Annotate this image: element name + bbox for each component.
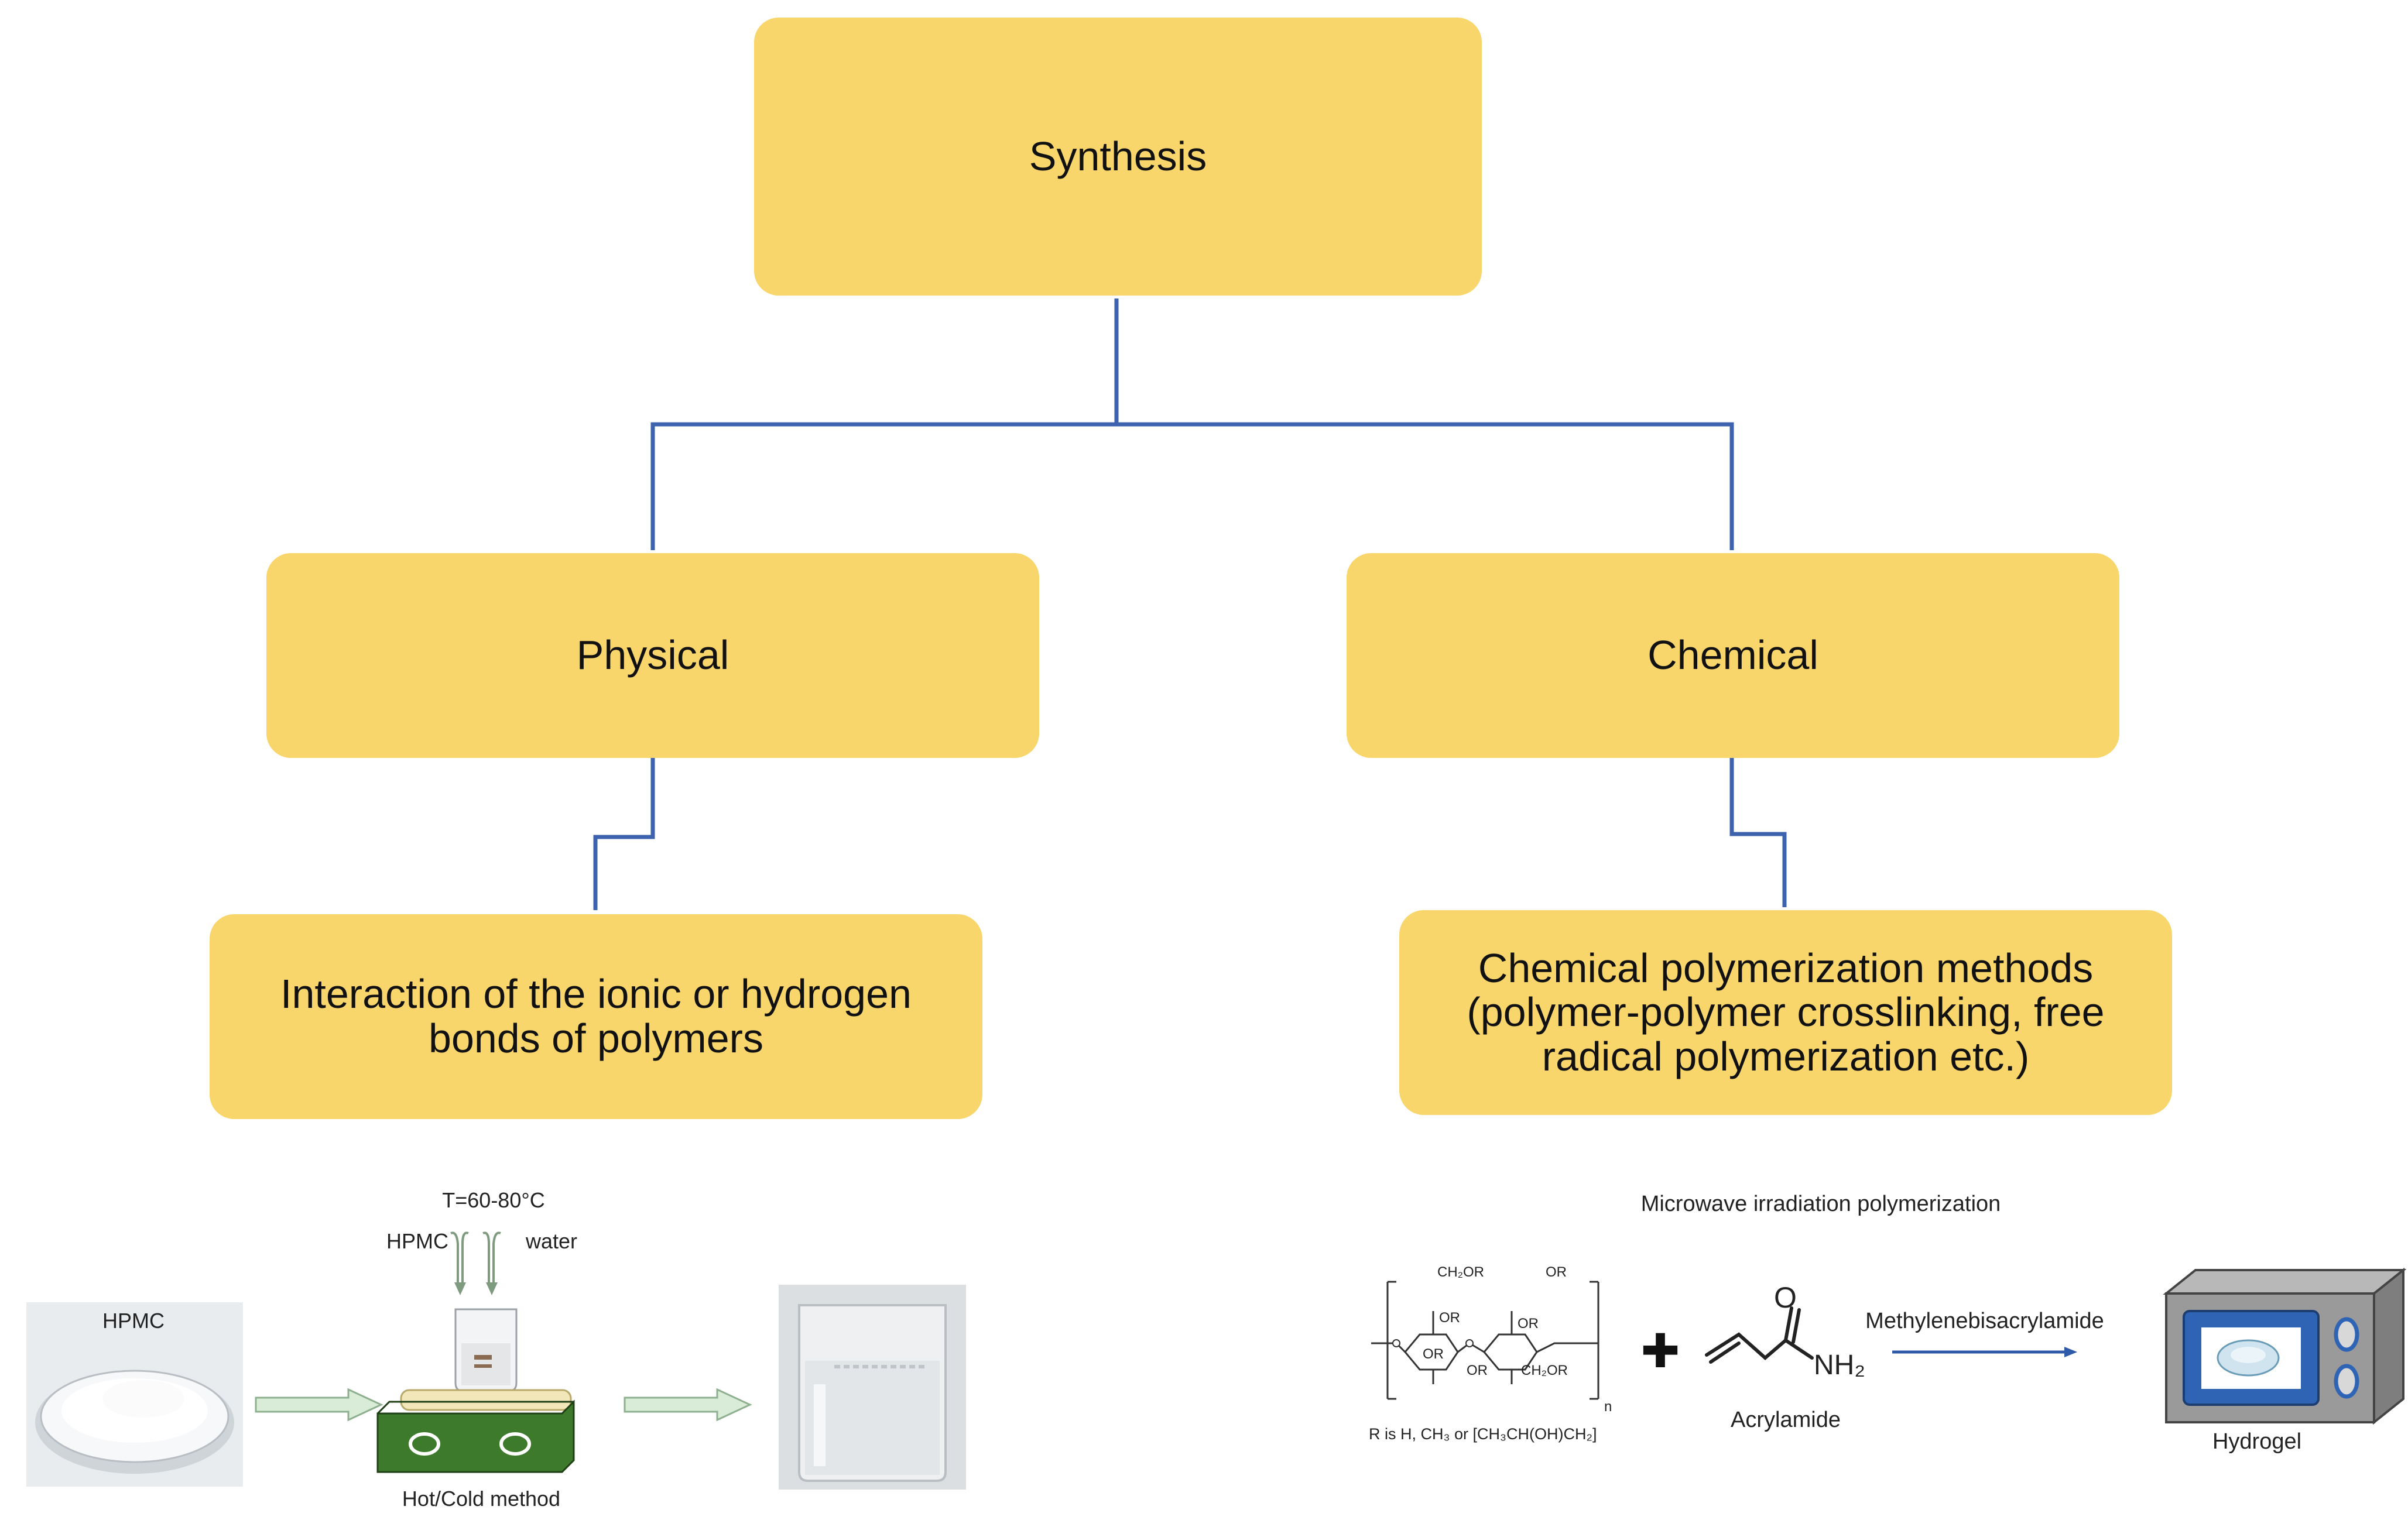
cellulose-structure-icon xyxy=(1371,1281,1599,1400)
chemical-detail-line-3: radical polymerization etc.) xyxy=(1542,1033,2030,1079)
hot-plate-stirrer-icon xyxy=(376,1231,575,1473)
crosslinker-label: Methylenebisacrylamide xyxy=(1865,1309,2104,1333)
hydrogel-label: Hydrogel xyxy=(2212,1429,2302,1454)
temperature-label: T=60-80°C xyxy=(442,1188,545,1212)
physical-to-detail-connector xyxy=(593,758,655,910)
beaker-icon xyxy=(454,1308,518,1392)
root-to-chemical-connector xyxy=(1116,422,1734,550)
chemical-detail-line-2: (polymer-polymer crosslinking, free xyxy=(1467,989,2105,1035)
repeat-index: n xyxy=(1604,1399,1612,1415)
water-input-label: water xyxy=(526,1229,578,1253)
cellulose-group-5: OR xyxy=(1467,1363,1488,1378)
flow-arrow-icon xyxy=(255,1388,383,1422)
physical-label: Physical xyxy=(576,632,729,678)
chemical-detail-line-1: Chemical polymerization methods xyxy=(1478,945,2094,991)
acrylamide-label: Acrylamide xyxy=(1731,1408,1841,1432)
acrylamide-structure-icon xyxy=(1705,1306,1814,1364)
hpmc-powder-dish-icon xyxy=(26,1302,243,1487)
powder-label: HPMC xyxy=(102,1309,165,1333)
physical-node: Physical xyxy=(266,553,1039,758)
physical-detail-line-1: Interaction of the ionic or hydrogen xyxy=(280,971,912,1017)
synthesis-node: Synthesis xyxy=(754,18,1482,296)
microwave-title: Microwave irradiation polymerization xyxy=(1640,1192,2001,1216)
cellulose-group-1: CH₂OR xyxy=(1437,1264,1484,1280)
physical-detail-node: Interaction of the ionic or hydrogen bon… xyxy=(210,914,982,1119)
cellulose-group-7: CH₂OR xyxy=(1521,1363,1568,1378)
cellulose-group-4: OR xyxy=(1518,1316,1539,1332)
acrylamide-nh2: NH₂ xyxy=(1814,1350,1865,1381)
flow-arrow-icon-2 xyxy=(624,1388,752,1422)
synthesis-label: Synthesis xyxy=(1029,133,1207,179)
microwave-oven-icon xyxy=(2163,1267,2406,1425)
plus-icon: ✚ xyxy=(1640,1325,1680,1377)
cellulose-note: R is H, CH₃ or [CH₃CH(OH)CH₂] xyxy=(1369,1425,1597,1443)
reaction-arrow-icon xyxy=(1892,1347,2077,1357)
cellulose-group-3: OR xyxy=(1439,1310,1460,1326)
physical-detail-line-2: bonds of polymers xyxy=(429,1015,763,1061)
chemical-label: Chemical xyxy=(1647,632,1818,678)
root-to-physical-connector xyxy=(650,298,1119,550)
chemical-detail-node: Chemical polymerization methods (polymer… xyxy=(1399,910,2172,1115)
chemical-node: Chemical xyxy=(1347,553,2119,758)
hpmc-input-label: HPMC xyxy=(386,1229,448,1253)
cellulose-group-6: OR xyxy=(1423,1346,1444,1362)
chemical-to-detail-connector xyxy=(1729,758,1787,907)
acrylamide-oxygen: O xyxy=(1774,1281,1797,1314)
cellulose-group-2: OR xyxy=(1546,1264,1567,1280)
method-label: Hot/Cold method xyxy=(402,1487,561,1511)
gel-beaker-icon xyxy=(779,1285,966,1490)
